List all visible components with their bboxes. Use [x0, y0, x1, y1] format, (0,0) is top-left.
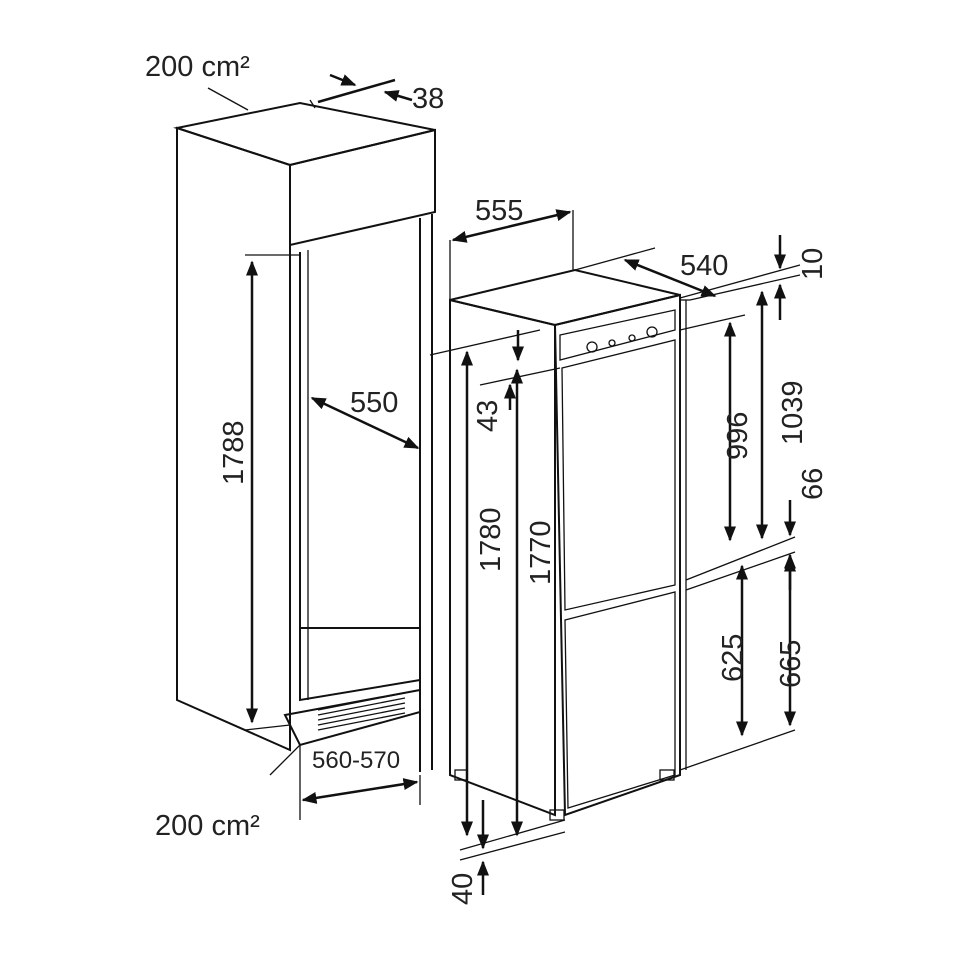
label-lower-door: 625	[717, 634, 749, 682]
label-niche-width: 560-570	[312, 747, 400, 774]
lower-door	[564, 591, 676, 809]
cabinet-niche	[173, 99, 436, 772]
dimension-lines	[207, 73, 801, 895]
label-top-offset: 10	[797, 248, 829, 280]
upper-door	[561, 339, 676, 611]
label-height-door: 1770	[525, 520, 557, 585]
label-lower-door-total: 665	[775, 640, 807, 688]
dimension-labels: 200 cm² 38 555 540 10 1039 66 996 43 178…	[145, 51, 829, 905]
vent-grille	[317, 692, 406, 731]
label-niche-depth: 550	[350, 387, 398, 419]
label-width-appliance: 555	[475, 195, 523, 227]
label-vent-top: 200 cm²	[145, 51, 250, 83]
label-depth-appliance: 540	[680, 250, 728, 282]
fridge-appliance	[449, 268, 690, 821]
label-vent-bottom: 200 cm²	[155, 810, 260, 842]
label-upper-door: 996	[722, 412, 754, 460]
control-knobs	[586, 326, 658, 353]
label-top-clearance: 43	[472, 400, 504, 432]
label-height-appliance: 1780	[475, 507, 507, 572]
label-door-gap: 66	[797, 468, 829, 500]
label-niche-height: 1788	[218, 420, 250, 485]
label-bottom-offset: 40	[447, 873, 479, 905]
label-upper-door-total: 1039	[777, 380, 809, 445]
label-top-gap: 38	[412, 83, 444, 115]
